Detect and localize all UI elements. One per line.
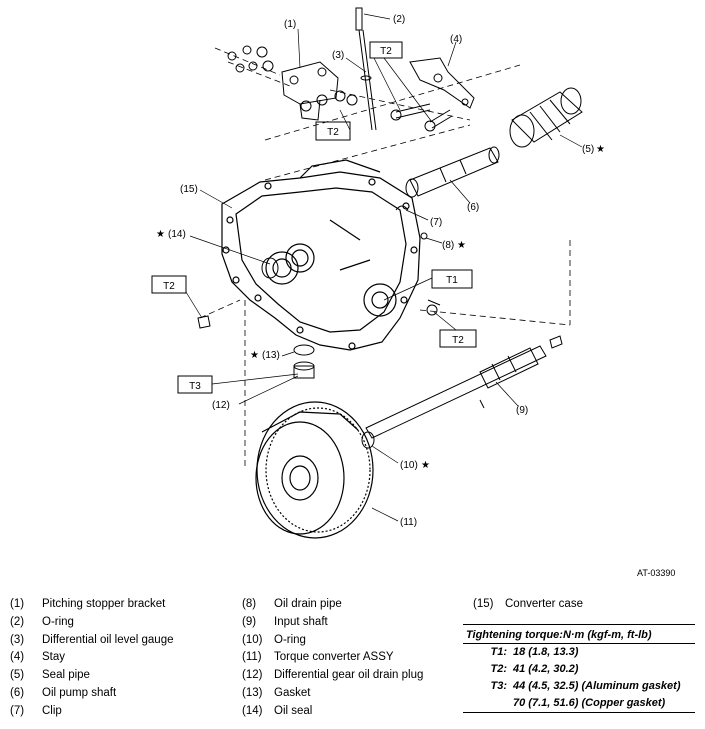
t2-bolt-right [426, 299, 441, 316]
callout-7: (7) [430, 217, 442, 228]
star-13: ★ [250, 350, 259, 361]
legend-item: (6)Oil pump shaft [10, 686, 117, 699]
callout-10: (10) [400, 460, 418, 471]
legend-column-2: (8)Oil drain pipe (9)Input shaft (10)O-r… [242, 596, 423, 721]
t2-box-left [151, 275, 187, 294]
torque-converter-assy [255, 401, 374, 539]
t2-label-left: T2 [163, 281, 175, 292]
legend-item: (8)Oil drain pipe [242, 598, 342, 610]
gasket [293, 344, 315, 356]
legend-item: (11)Torque converter ASSY [242, 651, 394, 664]
callout-13: (13) [262, 350, 280, 361]
legend-column-3: (15)Converter case [473, 596, 583, 614]
callout-5: (5) [582, 144, 594, 155]
differential-oil-level-gauge [355, 7, 377, 131]
t2-label-right: T2 [452, 335, 464, 346]
tightening-torque-table: Tightening torque:N·m (kgf-m, ft-lb) T1:… [463, 624, 695, 713]
t3-label: T3 [189, 381, 201, 392]
callout-6: (6) [467, 202, 479, 213]
legend-item: (4)Stay [10, 651, 66, 664]
t2-label-top: T2 [380, 46, 392, 57]
callout-9: (9) [516, 405, 528, 416]
callout-2: (2) [393, 14, 405, 25]
torque-title: Tightening torque:N·m (kgf-m, ft-lb) [463, 625, 695, 644]
t2-label-bracket: T2 [327, 127, 339, 138]
legend-item: (1)Pitching stopper bracket [10, 598, 166, 610]
callout-8: (8) [442, 240, 454, 251]
star-14: ★ [156, 229, 165, 240]
differential-gear-oil-drain-plug [293, 361, 315, 379]
t2-bolt-left [197, 315, 211, 329]
figure-id: AT-03390 [637, 568, 676, 578]
callout-15: (15) [180, 184, 198, 195]
torque-row: T1:18 (1.8, 13.3) [490, 646, 579, 658]
star-5: ★ [596, 144, 605, 155]
legend-item: (7)Clip [10, 704, 62, 717]
legend-column-1: (1)Pitching stopper bracket (2)O-ring (3… [10, 596, 173, 721]
callout-4: (4) [450, 34, 462, 45]
callout-14: (14) [168, 229, 186, 240]
oil-drain-pipe [420, 232, 428, 240]
callout-11: (11) [400, 517, 417, 528]
exploded-diagram: T2 T2 T1 T2 T2 T3 (1) (2) (3) (4) (5) ★ … [151, 7, 605, 539]
star-10: ★ [421, 460, 430, 471]
callout-3: (3) [332, 50, 344, 61]
legend-item: (2)O-ring [10, 615, 74, 628]
oil-pump-shaft [405, 146, 500, 198]
torque-row: 70 (7.1, 51.6) (Copper gasket) [513, 697, 666, 709]
legend-item: (12)Differential gear oil drain plug [242, 669, 424, 682]
input-shaft [365, 335, 563, 439]
legend-item: (10)O-ring [242, 633, 306, 646]
converter-case [221, 159, 421, 351]
stay [409, 57, 475, 109]
seal-pipe [509, 87, 583, 148]
bracket-bolts [227, 45, 358, 112]
legend-item: (14)Oil seal [242, 704, 313, 717]
callout-1: (1) [284, 19, 296, 30]
t1-label: T1 [446, 275, 458, 286]
legend-item: (13)Gasket [242, 686, 311, 699]
torque-row: T3:44 (4.5, 32.5) (Aluminum gasket) [490, 680, 681, 692]
t1-box [431, 269, 473, 289]
oil-seal [261, 257, 279, 279]
t3-box [177, 375, 213, 394]
legend-item: (5)Seal pipe [10, 669, 90, 682]
t2-box-right [439, 329, 477, 348]
t2-bolts [390, 103, 453, 132]
legend-item: (9)Input shaft [242, 615, 328, 628]
t2-box-top [369, 41, 403, 59]
legend-item: (15)Converter case [473, 598, 583, 610]
pitching-stopper-bracket [281, 61, 339, 121]
callout-12: (12) [212, 400, 230, 411]
star-8: ★ [457, 240, 466, 251]
t2-box-bracket [315, 121, 351, 141]
torque-row: T2:41 (4.2, 30.2) [490, 663, 579, 675]
o-ring-input [361, 431, 375, 449]
legend-item: (3)Differential oil level gauge [10, 633, 174, 646]
